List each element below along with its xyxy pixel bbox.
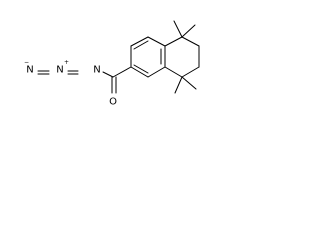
atom-label-nitrogen-1: N (93, 65, 100, 76)
acyl-azide-group (37, 66, 132, 94)
methyl-bottom-left (174, 76, 183, 94)
atom-label-nitrogen-2: N (56, 65, 63, 76)
ring-bond-1 (130, 36, 149, 47)
ring-bond-5 (130, 66, 149, 78)
saturated-ring (164, 36, 200, 78)
sat-bond-5 (164, 66, 183, 78)
charge-minus-marker: − (24, 59, 29, 66)
atom-label-nitrogen-3: N (26, 65, 33, 76)
methyl-top-left (173, 20, 183, 38)
charge-plus-marker: + (64, 59, 69, 66)
sat-bond-1 (164, 36, 183, 47)
methyl-top-right (181, 24, 196, 38)
ring-bond-2 (147, 36, 166, 47)
ring-bond-4 (147, 66, 166, 78)
atom-label-oxygen: O (109, 97, 117, 108)
chemical-structure: N N N O + − (24, 20, 200, 108)
carbonyl-to-nitrogen-bond (102, 71, 114, 78)
ring-to-carbonyl-bond (112, 66, 132, 78)
aromatic-ring (130, 36, 166, 78)
sat-bond-4 (181, 66, 200, 78)
sat-bond-2 (181, 36, 200, 47)
ring-bond-1-double (133, 40, 149, 50)
ring-bond-5-double (133, 64, 149, 74)
methyl-groups (173, 20, 197, 94)
methyl-bottom-right (181, 76, 197, 90)
